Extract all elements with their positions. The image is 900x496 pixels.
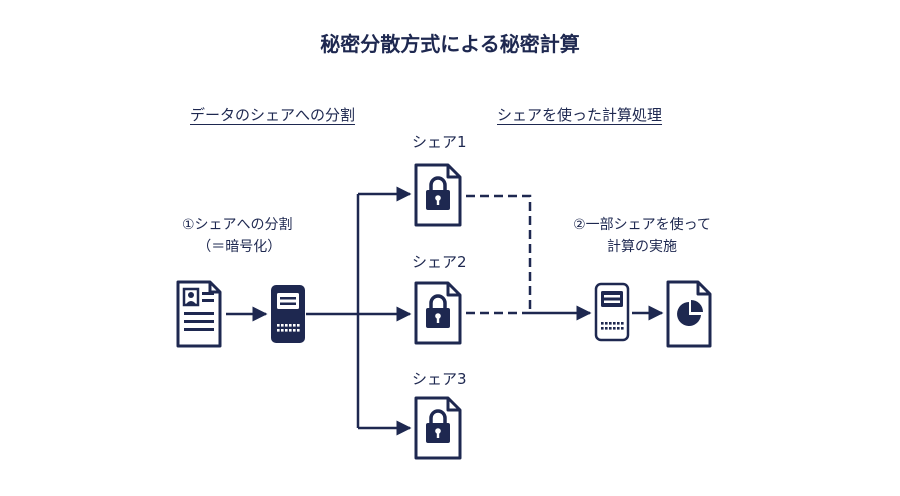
share-label-1: シェア1 xyxy=(412,133,467,151)
compute-computer-icon xyxy=(594,282,630,342)
profile-document-icon xyxy=(176,280,222,348)
step-split-line2: （＝暗号化） xyxy=(197,239,282,255)
step-compute-label: ②一部シェアを使って 計算の実施 xyxy=(562,214,722,258)
section-label-compute: シェアを使った計算処理 xyxy=(497,106,663,124)
step-compute-line2: 計算の実施 xyxy=(607,239,677,255)
step-compute-line1: ②一部シェアを使って xyxy=(573,217,711,233)
share-label-2: シェア2 xyxy=(412,253,467,271)
pie-chart-document-icon xyxy=(666,280,712,348)
diagram-title: 秘密分散方式による秘密計算 xyxy=(320,32,580,56)
share-label-3: シェア3 xyxy=(412,370,467,388)
share-3-lock-document-icon xyxy=(414,396,462,460)
step-split-line1: ①シェアへの分割 xyxy=(182,217,293,233)
share-1-lock-document-icon xyxy=(414,163,462,227)
step-split-label: ①シェアへの分割 （＝暗号化） xyxy=(182,214,293,258)
section-label-split: データのシェアへの分割 xyxy=(190,106,356,124)
share-2-lock-document-icon xyxy=(414,281,462,345)
dashed-line-share-1 xyxy=(466,194,532,312)
split-computer-icon xyxy=(271,285,305,343)
